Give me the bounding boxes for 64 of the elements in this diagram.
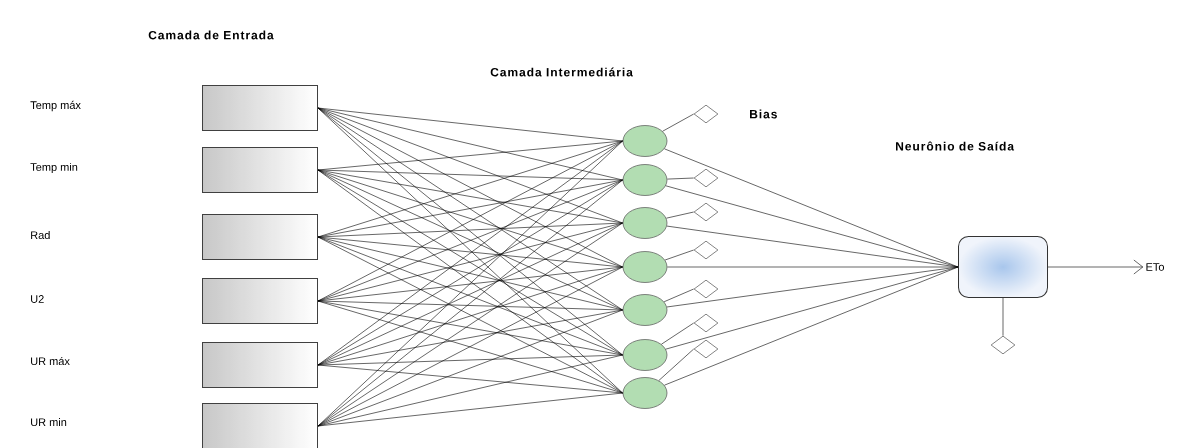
connection-line [317,107,623,142]
connection-line [317,169,623,181]
neuron-circle [622,294,668,326]
bias-diamond [693,279,719,299]
connection-line [317,266,623,427]
layer-heading: Bias [750,109,777,119]
connection-line [317,236,623,394]
connection-line [317,140,623,366]
connection-line [317,309,623,427]
input-label: Temp máx [30,100,81,112]
neuron-circle [622,125,668,157]
bias-diamond [693,339,719,359]
connection-line [317,236,623,356]
neuron-circle [622,251,668,283]
connection-line [1002,297,1004,336]
input-box [202,403,318,448]
connection-line [317,222,623,238]
connection-line [667,177,694,180]
input-box [202,85,318,131]
bias-diamond [693,313,719,333]
layer-heading: Camada de Entrada [148,30,274,40]
output-box [958,236,1048,298]
connection-line [317,392,623,427]
connection-line [317,300,623,394]
input-box [202,147,318,193]
input-label: U2 [31,295,44,303]
layer-heading: Neurônio de Saída [896,141,1015,151]
connection-line [664,148,959,268]
connection-line [317,140,623,302]
neuron-circle [622,164,668,196]
layer-heading: Camada Intermediária [490,67,633,77]
connection-line [667,266,959,268]
connection-line [317,300,623,311]
output-label: ETo [1146,263,1165,271]
bias-diamond [693,202,719,222]
input-box [202,342,318,388]
bias-diamond [693,240,719,260]
connection-line [317,107,623,224]
bias-diamond [693,104,719,124]
connection-line [1047,259,1144,275]
input-box [202,278,318,324]
connection-line [661,322,694,345]
connection-line [664,249,694,261]
input-label: Rad [31,230,50,240]
input-label: UR máx [31,356,70,366]
connection-line [317,222,623,366]
connection-line [663,288,694,303]
input-label: Temp min [30,162,78,174]
connection-line [317,169,623,268]
neuron-circle [622,339,668,371]
neuron-circle [622,377,668,409]
input-label: UR min [31,417,67,427]
input-box [202,214,318,260]
connection-line [666,211,694,219]
bias-diamond [990,335,1016,355]
connection-line [658,348,694,381]
neuron-circle [622,207,668,239]
connection-line [664,266,959,386]
bias-diamond [693,168,719,188]
connection-line [317,169,623,394]
connection-line [317,364,623,394]
connection-line [317,236,623,268]
connection-line [317,354,623,366]
connection-line [662,113,694,132]
